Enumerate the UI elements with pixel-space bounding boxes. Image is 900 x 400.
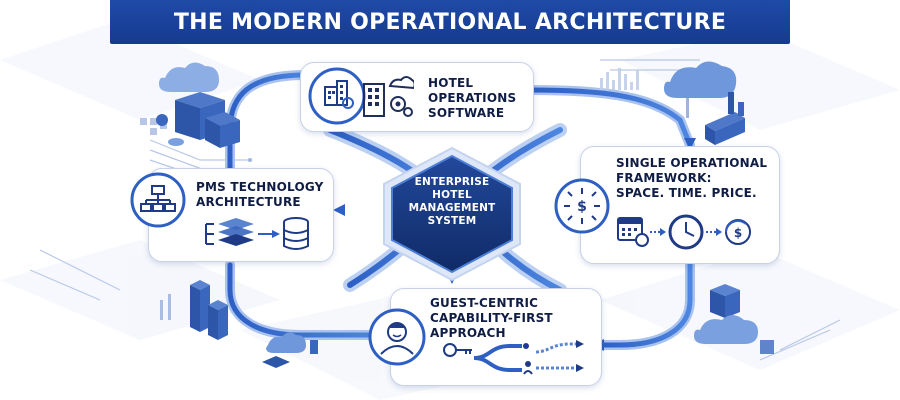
framework-line: SINGLE OPERATIONAL <box>616 156 768 170</box>
buildings-gear-icon <box>308 67 366 125</box>
hotel-building-icon <box>363 76 414 117</box>
dollar-network-icon: $ <box>554 178 610 234</box>
framework-line: SPACE. TIME. PRICE. <box>616 186 757 200</box>
guest-avatar-icon <box>368 308 426 366</box>
server-cloud-icon <box>156 62 240 148</box>
hotel-operations-label: HOTEL OPERATIONS SOFTWARE <box>428 76 516 121</box>
cloud-skyline-icon <box>664 61 745 145</box>
pms-architecture-label: PMS TECHNOLOGY ARCHITECTURE <box>196 180 324 210</box>
guest-centric-line: GUEST-CENTRIC <box>430 296 539 310</box>
layers-to-database-icon <box>205 217 309 250</box>
hotel-operations-line: HOTEL <box>428 76 474 90</box>
svg-text:$: $ <box>577 199 587 215</box>
central-hub-label: ENTERPRISE HOTEL MANAGEMENT SYSTEM <box>392 176 512 228</box>
guest-centric-line: CAPABILITY-FIRST <box>430 311 553 325</box>
framework-line: FRAMEWORK: <box>616 171 712 185</box>
title-banner: THE MODERN OPERATIONAL ARCHITECTURE <box>110 0 790 44</box>
central-hub-line: HOTEL <box>432 189 472 201</box>
framework-label: SINGLE OPERATIONAL FRAMEWORK: SPACE. TIM… <box>616 156 767 201</box>
pms-architecture-line: PMS TECHNOLOGY <box>196 180 324 194</box>
central-hub-line: MANAGEMENT <box>408 202 496 214</box>
org-chart-icon <box>130 172 186 228</box>
calendar-clock-dollar-icon: $ <box>617 214 751 250</box>
key-branch-arrows-icon <box>443 340 584 375</box>
svg-text:$: $ <box>734 226 742 240</box>
circuit-lines <box>29 59 841 361</box>
central-hub-line: ENTERPRISE <box>414 176 490 188</box>
page-title: THE MODERN OPERATIONAL ARCHITECTURE <box>173 9 727 35</box>
city-building-icon <box>160 280 318 368</box>
central-hub-line: SYSTEM <box>427 215 477 227</box>
hotel-operations-line: OPERATIONS <box>428 91 517 105</box>
cloud-stack-icon <box>694 284 774 354</box>
guest-centric-line: APPROACH <box>430 326 506 340</box>
hotel-operations-line: SOFTWARE <box>428 106 505 120</box>
central-hub <box>383 146 521 282</box>
guest-centric-label: GUEST-CENTRIC CAPABILITY-FIRST APPROACH <box>430 296 553 341</box>
pms-architecture-line: ARCHITECTURE <box>196 195 301 209</box>
